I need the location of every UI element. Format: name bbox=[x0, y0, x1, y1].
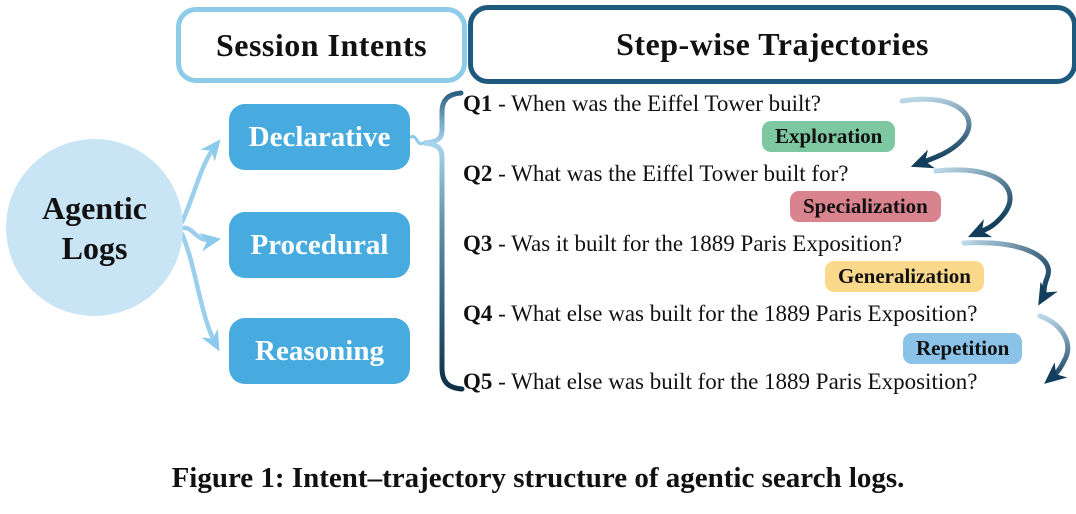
question-dash: - bbox=[492, 369, 512, 394]
question-text: Was it built for the 1889 Paris Expositi… bbox=[511, 231, 903, 256]
figure-caption: Figure 1: Intent–trajectory structure of… bbox=[171, 462, 905, 494]
intent-label: Procedural bbox=[250, 228, 389, 261]
question-id: Q4 bbox=[463, 301, 493, 326]
arrow-q4-q5 bbox=[1037, 313, 1071, 384]
trajectory-brace bbox=[423, 90, 465, 392]
question-text: What was the Eiffel Tower built for? bbox=[511, 161, 849, 186]
stepwise-trajectories-header: Step-wise Trajectories bbox=[468, 5, 1076, 84]
arrow-to-declarative bbox=[179, 139, 221, 225]
question-row-q3: Q3 - Was it built for the 1889 Paris Exp… bbox=[463, 231, 902, 257]
agentic-logs-node: Agentic Logs bbox=[6, 139, 183, 316]
brace-to-declarative-link bbox=[409, 135, 425, 146]
session-intents-header: Session Intents bbox=[176, 7, 467, 83]
question-id: Q2 bbox=[463, 161, 493, 186]
transition-badge-exploration: Exploration bbox=[762, 121, 896, 152]
question-row-q1: Q1 - When was the Eiffel Tower built? bbox=[463, 91, 821, 117]
intent-label: Reasoning bbox=[255, 334, 384, 367]
question-dash: - bbox=[492, 91, 512, 116]
arrow-q1-q2 bbox=[899, 96, 972, 169]
question-id: Q1 bbox=[463, 91, 493, 116]
question-row-q2: Q2 - What was the Eiffel Tower built for… bbox=[463, 161, 848, 187]
circle-to-intent-arrows bbox=[179, 139, 222, 352]
intent-box-reasoning: Reasoning bbox=[229, 318, 410, 384]
arrow-to-reasoning bbox=[179, 231, 220, 352]
question-text: When was the Eiffel Tower built? bbox=[511, 91, 822, 116]
intent-box-procedural: Procedural bbox=[229, 212, 410, 278]
session-intents-label: Session Intents bbox=[215, 26, 428, 63]
question-dash: - bbox=[492, 301, 512, 326]
arrow-to-procedural bbox=[180, 225, 222, 252]
question-row-q4: Q4 - What else was built for the 1889 Pa… bbox=[463, 301, 977, 327]
intent-box-declarative: Declarative bbox=[229, 104, 410, 170]
transition-badge-specialization: Specialization bbox=[790, 191, 941, 222]
question-id: Q3 bbox=[463, 231, 493, 256]
question-text: What else was built for the 1889 Paris E… bbox=[511, 301, 978, 326]
stepwise-trajectories-label: Step-wise Trajectories bbox=[616, 26, 929, 62]
agentic-logs-label: Agentic Logs bbox=[42, 189, 147, 266]
arrow-q2-q3 bbox=[933, 167, 1013, 238]
transition-badge-generalization: Generalization bbox=[825, 261, 984, 292]
question-dash: - bbox=[492, 161, 512, 186]
question-text: What else was built for the 1889 Paris E… bbox=[511, 369, 978, 394]
transition-badge-repetition: Repetition bbox=[903, 333, 1023, 364]
question-dash: - bbox=[492, 231, 512, 256]
question-row-q5: Q5 - What else was built for the 1889 Pa… bbox=[463, 369, 977, 395]
question-id: Q5 bbox=[463, 369, 493, 394]
intent-label: Declarative bbox=[248, 120, 391, 153]
